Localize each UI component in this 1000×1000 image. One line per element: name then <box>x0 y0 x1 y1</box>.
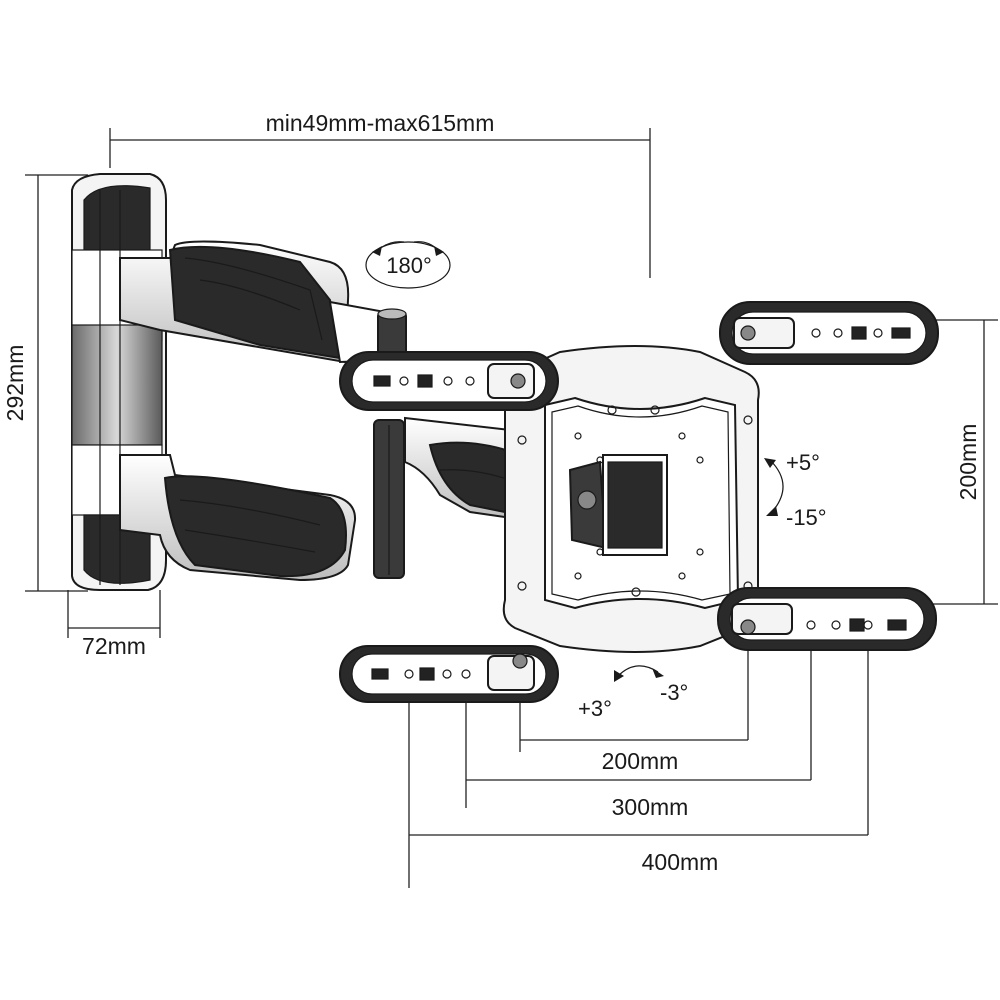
lower-arm <box>119 419 405 582</box>
wall-plate-depth-label: 72mm <box>82 633 146 659</box>
rail-lower-left <box>339 645 559 703</box>
depth-range-label: min49mm-max615mm <box>266 110 495 136</box>
swivel-indicator <box>365 241 451 289</box>
dimension-top <box>109 128 651 278</box>
level-plus-label: +3° <box>578 696 612 721</box>
dimension-left <box>25 174 88 592</box>
level-arrow-icon <box>614 665 664 682</box>
vesa-400-label: 400mm <box>642 849 719 875</box>
tilt-arrow-icon <box>764 458 784 516</box>
rail-lower-right <box>717 587 937 651</box>
tilt-down-label: -15° <box>786 505 827 530</box>
vesa-300-label: 300mm <box>612 794 689 820</box>
vesa-center-plate <box>502 345 760 653</box>
swivel-label: 180° <box>386 253 432 278</box>
vesa-vertical-label: 200mm <box>955 424 981 501</box>
tilt-up-label: +5° <box>786 450 820 475</box>
height-label: 292mm <box>2 345 28 422</box>
rail-upper-left <box>339 351 559 411</box>
level-minus-label: -3° <box>660 680 688 705</box>
rail-upper-right <box>719 301 939 365</box>
upper-arm <box>119 240 407 383</box>
dimension-vesa-horizontal <box>408 620 869 888</box>
dimension-bottom-left <box>67 590 161 638</box>
dimension-right <box>930 319 998 605</box>
vesa-200-label: 200mm <box>602 748 679 774</box>
